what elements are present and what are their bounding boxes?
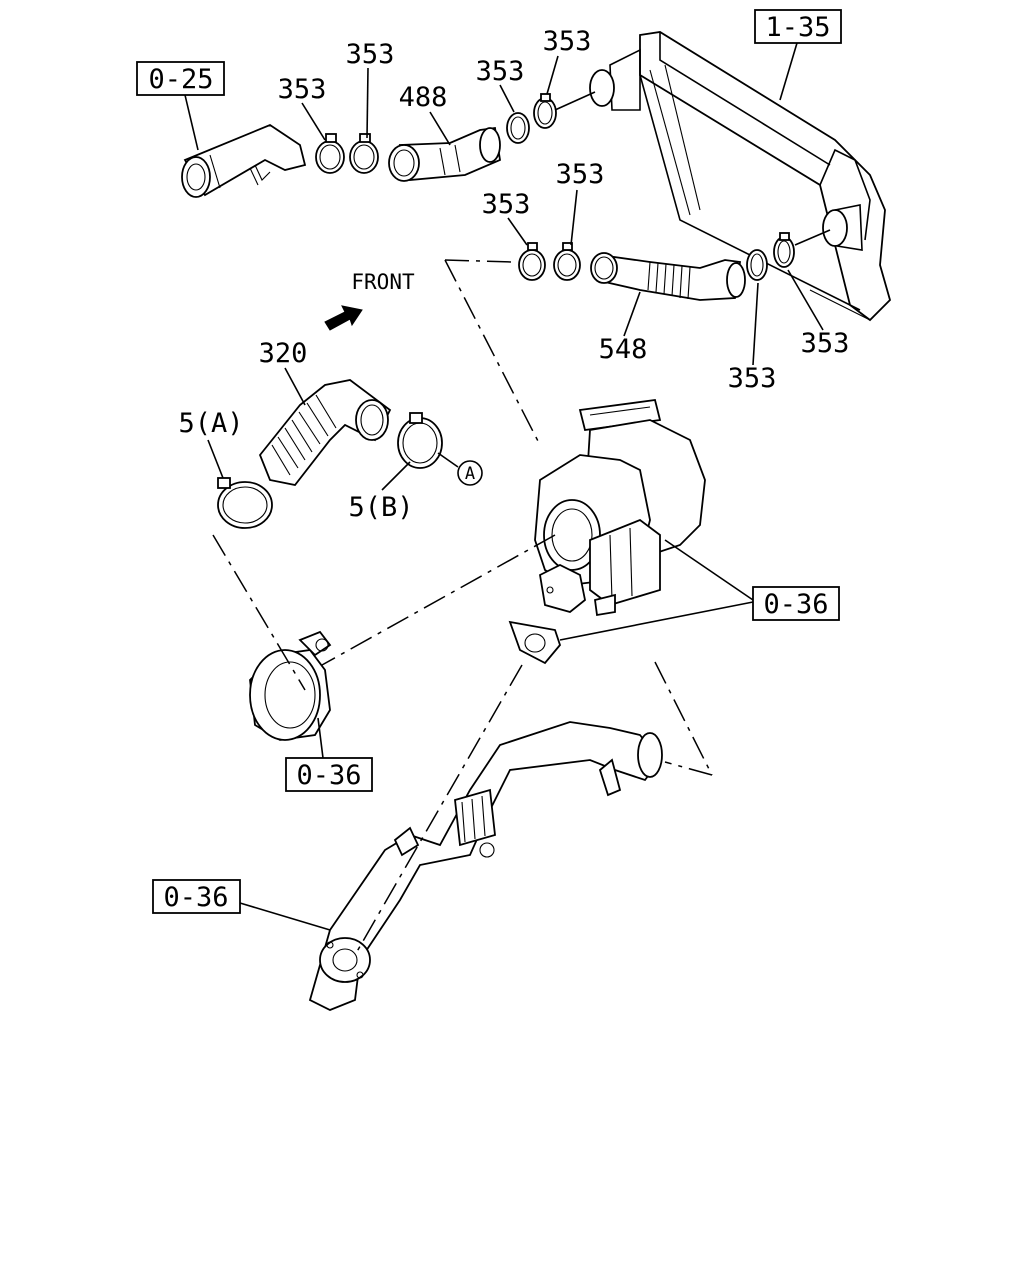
elbow-drawing <box>249 630 332 741</box>
ref-box-0-36-pipe: 0-36 <box>152 879 241 914</box>
front-arrow-icon <box>324 305 363 331</box>
clamp-353-g-drawing <box>746 249 768 281</box>
ref-box-1-35: 1-35 <box>754 9 842 44</box>
front-label: FRONT <box>351 270 415 294</box>
label-5a: 5(A) <box>178 408 243 439</box>
clamp-353-b-drawing <box>349 133 379 174</box>
ref-box-0-25: 0-25 <box>136 61 225 96</box>
label-353-c: 353 <box>476 56 525 87</box>
clamp-353-e-drawing <box>518 242 546 281</box>
gasket-drawing <box>508 620 562 665</box>
svg-text:1-35: 1-35 <box>765 12 830 43</box>
label-548: 548 <box>599 334 648 365</box>
svg-text:A: A <box>465 464 475 484</box>
clamp-353-c-drawing <box>506 112 530 144</box>
label-353-h: 353 <box>801 328 850 359</box>
svg-text:0-25: 0-25 <box>148 64 213 95</box>
clamp-353-d-drawing <box>533 93 557 129</box>
hose-488-drawing <box>388 126 501 182</box>
svg-text:0-36: 0-36 <box>163 882 228 913</box>
label-353-g: 353 <box>728 363 777 394</box>
label-488: 488 <box>399 82 448 113</box>
label-353-a: 353 <box>278 74 327 105</box>
label-353-e: 353 <box>482 189 531 220</box>
label-353-b: 353 <box>346 39 395 70</box>
hose-320-drawing <box>258 379 392 486</box>
clamp-353-h-drawing <box>773 232 795 268</box>
lower-pipe-drawing <box>308 721 663 1011</box>
leader-lines <box>184 42 831 956</box>
label-320: 320 <box>259 338 308 369</box>
clamp-353-a-drawing <box>315 133 345 174</box>
ref-box-0-36-turbo: 0-36 <box>752 586 840 621</box>
ref-box-0-36-elbow: 0-36 <box>285 757 373 792</box>
turbocharger-drawing <box>534 399 706 617</box>
label-353-f: 353 <box>556 159 605 190</box>
svg-text:0-36: 0-36 <box>763 589 828 620</box>
clamp-5a-drawing <box>217 477 273 529</box>
label-353-d: 353 <box>543 26 592 57</box>
circle-a-marker: A <box>457 460 483 486</box>
clamp-5b-drawing <box>397 412 443 469</box>
intercooler-drawing <box>589 31 892 322</box>
svg-text:0-36: 0-36 <box>296 760 361 791</box>
pipe-0-25-drawing <box>181 123 307 198</box>
hose-548-drawing <box>590 252 746 301</box>
label-5b: 5(B) <box>348 492 413 523</box>
clamp-353-f-drawing <box>553 242 581 281</box>
